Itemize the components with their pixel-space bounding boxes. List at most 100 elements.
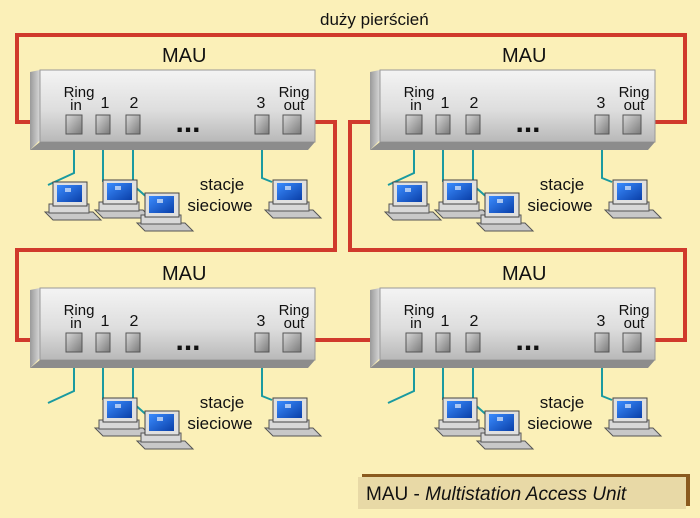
screen-glare — [157, 417, 163, 421]
workstation-3 — [135, 410, 195, 450]
mau-bottom — [370, 142, 655, 150]
ring-out-label-line2: out — [624, 97, 646, 114]
port-1 — [435, 332, 451, 353]
ring-cable-top-right-to-bottom-right — [348, 120, 687, 342]
screen — [617, 401, 642, 418]
mau-label: MAU — [162, 263, 206, 285]
stations-label-line2: sieciowe — [187, 414, 252, 433]
port-ring-out — [282, 332, 302, 353]
mau-side — [370, 288, 380, 368]
port-3-label: 3 — [597, 313, 606, 330]
screen-glare — [625, 404, 631, 408]
legend-box — [358, 477, 686, 509]
stations-label-line1: stacje — [200, 175, 244, 194]
ring-out-label-line1: Ring — [279, 84, 310, 101]
screen-glare — [625, 186, 631, 190]
port-1-label: 1 — [101, 95, 110, 112]
port-1-label: 1 — [441, 313, 450, 330]
stations-label-line2: sieciowe — [527, 196, 592, 215]
screen — [397, 185, 422, 202]
ring-in-label-line1: Ring — [64, 302, 95, 319]
ellipsis: ... — [175, 106, 200, 139]
mau-label: MAU — [502, 45, 546, 67]
stations-label-line2: sieciowe — [187, 196, 252, 215]
ring-out-label-line1: Ring — [619, 84, 650, 101]
ring-out-label-line2: out — [284, 97, 306, 114]
workstation-1 — [43, 181, 103, 221]
port-2 — [125, 114, 141, 135]
stations-label-line1: stacje — [200, 393, 244, 412]
screen-glare — [497, 199, 503, 203]
ring-out-label-line1: Ring — [619, 302, 650, 319]
workstation-1 — [383, 181, 443, 221]
ring-cables — [15, 33, 687, 342]
legend-dash: - — [408, 484, 425, 505]
legend-text: MAU - Multistation Access Unit — [366, 484, 627, 505]
ring-out-label-line1: Ring — [279, 302, 310, 319]
port-ring-out — [622, 114, 642, 135]
port-3-label: 3 — [257, 313, 266, 330]
port-2-label: 2 — [470, 313, 479, 330]
screen-glare — [65, 188, 71, 192]
workstation-2 — [93, 397, 153, 437]
legend-full: Multistation Access Unit — [425, 484, 627, 505]
port-ring-in — [405, 114, 423, 135]
stations-label-line1: stacje — [540, 393, 584, 412]
screen — [277, 401, 302, 418]
legend: MAU - Multistation Access Unit — [358, 474, 690, 509]
screen — [277, 183, 302, 200]
ring-out-label-line2: out — [624, 315, 646, 332]
port-2 — [125, 332, 141, 353]
workstation-2 — [433, 397, 493, 437]
ring-in-label-line1: Ring — [404, 302, 435, 319]
screen — [489, 414, 514, 431]
port-ring-in — [65, 114, 83, 135]
port-2-label: 2 — [130, 313, 139, 330]
screen-glare — [455, 186, 461, 190]
port-1-label: 1 — [101, 313, 110, 330]
screen — [489, 196, 514, 213]
port-3 — [594, 114, 610, 135]
ring-out-label-line2: out — [284, 315, 306, 332]
port-2 — [465, 114, 481, 135]
workstation-4 — [603, 397, 663, 437]
screen — [447, 401, 472, 418]
ring-in-label-line1: Ring — [404, 84, 435, 101]
port-3 — [254, 114, 270, 135]
port-ring-in — [65, 332, 83, 353]
port-ring-out — [622, 332, 642, 353]
port-1 — [95, 332, 111, 353]
port-1-label: 1 — [441, 95, 450, 112]
screen — [149, 414, 174, 431]
stations-label-line2: sieciowe — [527, 414, 592, 433]
port-3-label: 3 — [257, 95, 266, 112]
screen — [447, 183, 472, 200]
workstation-3 — [475, 192, 535, 232]
screen — [57, 185, 82, 202]
port-3-label: 3 — [597, 95, 606, 112]
ellipsis: ... — [515, 324, 540, 357]
mau-label: MAU — [502, 263, 546, 285]
port-2 — [465, 332, 481, 353]
workstation-2 — [433, 179, 493, 219]
mau-bottom — [370, 360, 655, 368]
mau-side — [370, 70, 380, 150]
mau-label: MAU — [162, 45, 206, 67]
mau-side — [30, 70, 40, 150]
screen-glare — [405, 188, 411, 192]
ring-in-label-line2: in — [70, 315, 82, 332]
screen-glare — [285, 186, 291, 190]
ring-in-label-line2: in — [410, 315, 422, 332]
ring-cable-outer — [15, 33, 687, 124]
ellipsis: ... — [515, 106, 540, 139]
workstation-4 — [603, 179, 663, 219]
screen-glare — [115, 186, 121, 190]
screen-glare — [455, 404, 461, 408]
ring-in-label-line1: Ring — [64, 84, 95, 101]
port-ring-in — [405, 332, 423, 353]
